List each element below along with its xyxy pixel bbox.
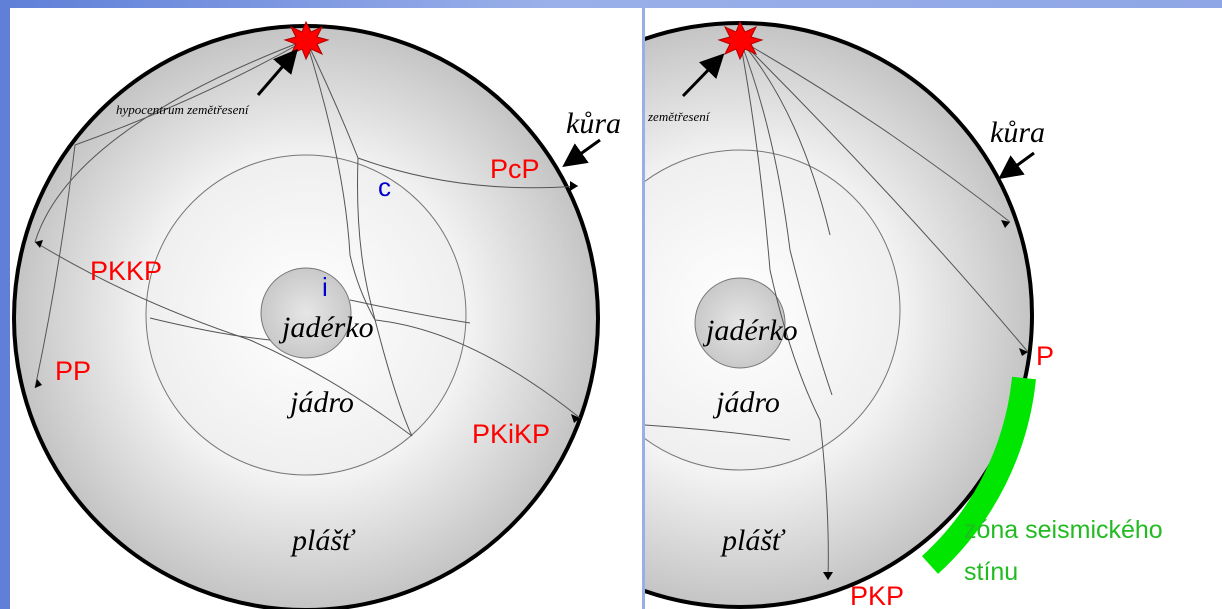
right-crust-label: kůra [990,116,1045,149]
right-earth: zemětřesení kůra jadérko jádro plášť P P… [645,20,1163,609]
point-label-c: c [378,172,391,202]
ray-path-p-upper [739,39,1011,223]
left-inner-core-label: jadérko [278,311,374,344]
right-mantle-label: plášť [720,524,786,557]
right-inner-core-label: jadérko [702,314,798,347]
ray-path-pcp [305,39,579,189]
left-crust-label: kůra [566,107,621,140]
ray-path-pp [34,39,307,389]
ray-label-p: P [1036,341,1054,371]
ray-path-shallow [739,39,831,236]
ray-path-core-1 [739,39,833,396]
left-inner-core [260,267,352,359]
ray-path-pkp [739,39,829,581]
left-crust-arrow-icon [562,138,601,167]
ray-label-pkkp: PKKP [90,256,162,286]
right-earthquake-icon [717,20,764,61]
right-crust-arrow-icon [998,151,1035,180]
point-label-i: i [322,272,328,302]
left-mantle-label: plášť [290,524,356,557]
right-hypocenter-label: zemětřesení [647,109,711,124]
left-hypocenter-arrow-icon [256,48,298,96]
left-earthquake-icon [283,20,330,61]
left-ray-arrows [35,181,580,423]
ray-label-pcp: PcP [490,154,540,184]
right-inner-core [694,277,786,369]
ray-label-pp: PP [55,356,91,386]
shadow-zone-label-line1: zóna seismického [964,516,1163,544]
right-ray-arrows [823,220,1028,580]
right-hypocenter-arrow-icon [681,53,725,98]
right-rays [645,39,1029,581]
ray-path-pkkp-inner [34,241,413,437]
ray-path-p-lower [739,39,1029,353]
shadow-zone-label-line2: stínu [964,558,1018,586]
ray-path-core-left [645,424,791,441]
ray-path-left-inner [149,317,271,341]
ray-label-pkp: PKP [850,581,904,609]
right-outer-core-label: jádro [712,386,780,419]
left-earth: hypocentrum zemětřesení kůra jadérko jád… [12,20,621,609]
hypocenter-label: hypocentrum zemětřesení [116,102,250,117]
ray-path-right-inner [349,299,471,324]
ray-path-pkikp [305,39,581,419]
ray-path-pkkp [34,39,307,243]
shadow-zone-arc [921,376,1036,574]
left-outer-core-label: jádro [286,386,354,419]
ray-path-c-down [357,157,413,437]
ray-label-pkikp: PKiKP [472,419,550,449]
left-rays [34,39,581,437]
